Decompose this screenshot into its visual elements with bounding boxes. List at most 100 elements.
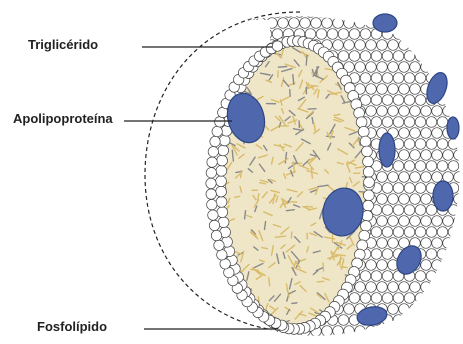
phospholipid-head: [454, 326, 463, 337]
phospholipid-head: [432, 18, 443, 29]
phospholipid-head: [363, 166, 374, 177]
phospholipid-head: [256, 326, 267, 337]
phospholipid-head: [415, 117, 426, 128]
phospholipid-head: [214, 240, 224, 250]
phospholipid-head: [393, 7, 404, 18]
phospholipid-head: [349, 51, 360, 62]
phospholipid-head: [432, 238, 443, 249]
phospholipid-head: [363, 156, 374, 167]
phospholipid-head: [399, 194, 410, 205]
phospholipid-head: [289, 18, 300, 29]
phospholipid-head: [421, 150, 432, 161]
phospholipid-head: [448, 249, 459, 260]
phospholipid-head: [212, 126, 222, 136]
phospholipid-head: [360, 51, 371, 62]
phospholipid-head: [333, 40, 344, 51]
phospholipid-head: [322, 326, 333, 337]
phospholipid-head: [358, 126, 369, 137]
phospholipid-head: [421, 326, 432, 337]
phospholipid-head: [421, 194, 432, 205]
phospholipid-head: [393, 205, 404, 216]
phospholipid-head: [217, 207, 228, 218]
phospholipid-head: [437, 161, 448, 172]
phospholipid-head: [219, 135, 230, 146]
phospholipid-head: [371, 117, 382, 128]
phospholipid-head: [382, 183, 393, 194]
phospholipid-head: [377, 282, 388, 293]
lipid-tail: [323, 263, 324, 271]
phospholipid-head: [454, 150, 463, 161]
phospholipid-head: [216, 196, 227, 207]
phospholipid-head: [454, 260, 463, 271]
phospholipid-head: [399, 40, 410, 51]
apolipoprotein-blob: [373, 14, 397, 32]
phospholipid-head: [443, 216, 454, 227]
lipid-tail: [317, 281, 323, 282]
label-triglyceride: Triglicérido: [28, 37, 98, 52]
phospholipid-head: [437, 29, 448, 40]
phospholipid-head: [454, 62, 463, 73]
phospholipid-head: [404, 227, 415, 238]
phospholipid-head: [410, 84, 421, 95]
phospholipid-head: [415, 7, 426, 18]
phospholipid-head: [349, 293, 360, 304]
phospholipid-head: [388, 216, 399, 227]
phospholipid-head: [426, 51, 437, 62]
phospholipid-head: [388, 172, 399, 183]
phospholipid-head: [432, 282, 443, 293]
phospholipid-head: [437, 51, 448, 62]
phospholipid-head: [437, 293, 448, 304]
phospholipid-head: [382, 95, 393, 106]
phospholipid-head: [415, 271, 426, 282]
phospholipid-head: [432, 128, 443, 139]
phospholipid-head: [415, 73, 426, 84]
apolipoprotein-blob: [379, 133, 395, 167]
phospholipid-head: [426, 293, 437, 304]
phospholipid-head: [448, 271, 459, 282]
phospholipid-head: [377, 216, 388, 227]
phospholipid-head: [360, 7, 371, 18]
phospholipid-head: [415, 139, 426, 150]
phospholipid-head: [218, 145, 229, 156]
phospholipid-head: [393, 117, 404, 128]
phospholipid-head: [360, 29, 371, 40]
phospholipid-head: [437, 249, 448, 260]
phospholipid-head: [208, 147, 218, 157]
phospholipid-head: [362, 146, 373, 157]
phospholipid-head: [415, 51, 426, 62]
phospholipid-head: [338, 29, 349, 40]
lipid-tail: [236, 308, 243, 317]
lipid-tail: [312, 86, 318, 87]
phospholipid-head: [393, 73, 404, 84]
lipid-tail: [306, 55, 307, 65]
phospholipid-head: [415, 95, 426, 106]
phospholipid-head: [421, 62, 432, 73]
phospholipid-head: [382, 205, 393, 216]
phospholipid-head: [208, 210, 218, 220]
phospholipid-head: [432, 150, 443, 161]
phospholipid-head: [448, 73, 459, 84]
phospholipid-head: [371, 293, 382, 304]
lipid-tail: [238, 309, 248, 311]
phospholipid-head: [399, 172, 410, 183]
phospholipid-head: [421, 216, 432, 227]
phospholipid-head: [421, 106, 432, 117]
phospholipid-head: [410, 216, 421, 227]
phospholipid-head: [443, 260, 454, 271]
phospholipid-head: [382, 227, 393, 238]
phospholipid-head: [421, 304, 432, 315]
phospholipid-head: [388, 194, 399, 205]
phospholipid-head: [361, 221, 372, 232]
phospholipid-head: [388, 40, 399, 51]
phospholipid-head: [421, 238, 432, 249]
phospholipid-head: [382, 271, 393, 282]
phospholipid-head: [377, 172, 388, 183]
phospholipid-head: [421, 260, 432, 271]
phospholipid-head: [404, 205, 415, 216]
phospholipid-head: [245, 40, 256, 51]
phospholipid-head: [426, 271, 437, 282]
phospholipid-head: [426, 139, 437, 150]
phospholipid-head: [404, 293, 415, 304]
phospholipid-head: [382, 73, 393, 84]
phospholipid-head: [393, 29, 404, 40]
